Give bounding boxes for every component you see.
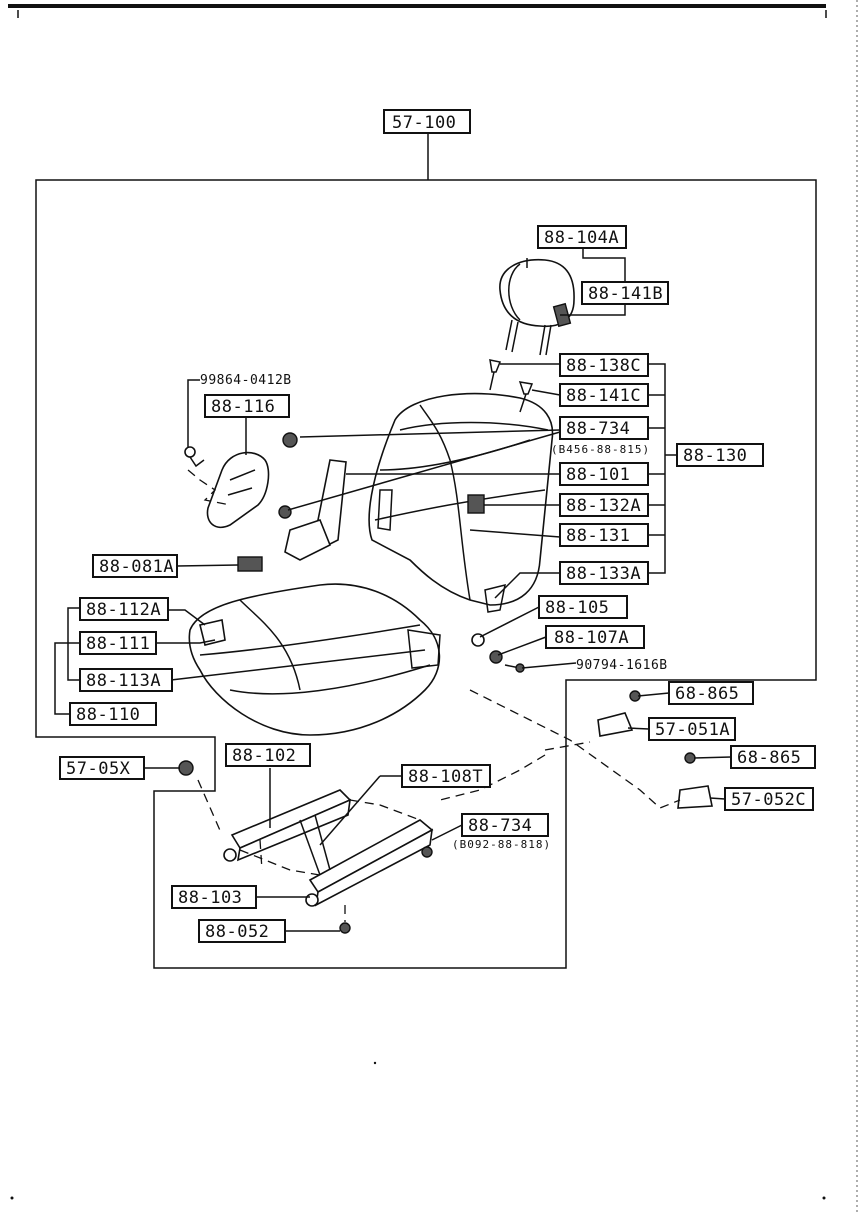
dashed-lines xyxy=(187,469,681,922)
label-88-141C: 88-141C xyxy=(566,386,641,406)
label-88-734-lower: 88-734 xyxy=(468,816,532,836)
label-57-05X: 57-05X xyxy=(66,759,131,779)
label-88-734-lower-note: (B092-88-818) xyxy=(452,838,551,851)
label-88-116: 88-116 xyxy=(211,397,275,417)
label-88-133A: 88-133A xyxy=(566,564,641,584)
label-88-138C: 88-138C xyxy=(566,356,641,376)
label-99864-0412B: 99864-0412B xyxy=(200,373,292,388)
label-88-103: 88-103 xyxy=(178,888,242,908)
label-88-130: 88-130 xyxy=(683,446,747,466)
label-88-101: 88-101 xyxy=(566,465,630,485)
seat-back xyxy=(368,392,554,613)
label-box-57-100 xyxy=(383,109,471,134)
seat-cushion xyxy=(188,583,441,736)
label-57-052C: 57-052C xyxy=(731,790,806,810)
label-88-110: 88-110 xyxy=(76,705,140,725)
label-88-104A: 88-104A xyxy=(544,228,619,248)
label-57-051A: 57-051A xyxy=(655,720,730,740)
label-57-100: 57-100 xyxy=(392,113,456,133)
label-68-865-b: 68-865 xyxy=(737,748,801,768)
label-88-141B: 88-141B xyxy=(588,284,663,304)
part-labels: 57-100 88-104A 88-141B 88-138C 88-141C 8… xyxy=(59,109,816,943)
label-88-081A: 88-081A xyxy=(99,557,174,577)
label-90794-1616B: 90794-1616B xyxy=(576,658,668,673)
label-88-105: 88-105 xyxy=(545,598,609,618)
leader-lines xyxy=(54,247,732,932)
label-88-734-upper-note: (B456-88-815) xyxy=(551,443,650,456)
label-88-131: 88-131 xyxy=(566,526,630,546)
main-frame xyxy=(35,133,817,969)
label-88-112A: 88-112A xyxy=(86,600,161,620)
label-88-111: 88-111 xyxy=(86,634,150,654)
label-88-132A: 88-132A xyxy=(566,496,641,516)
recliner-parts xyxy=(184,359,534,673)
label-88-734-upper: 88-734 xyxy=(566,419,630,439)
label-88-102: 88-102 xyxy=(232,746,296,766)
label-88-107A: 88-107A xyxy=(554,628,629,648)
label-88-113A: 88-113A xyxy=(86,671,161,691)
label-88-052: 88-052 xyxy=(205,922,269,942)
headrest xyxy=(499,258,575,356)
label-88-108T: 88-108T xyxy=(408,767,483,787)
label-68-865-a: 68-865 xyxy=(675,684,739,704)
